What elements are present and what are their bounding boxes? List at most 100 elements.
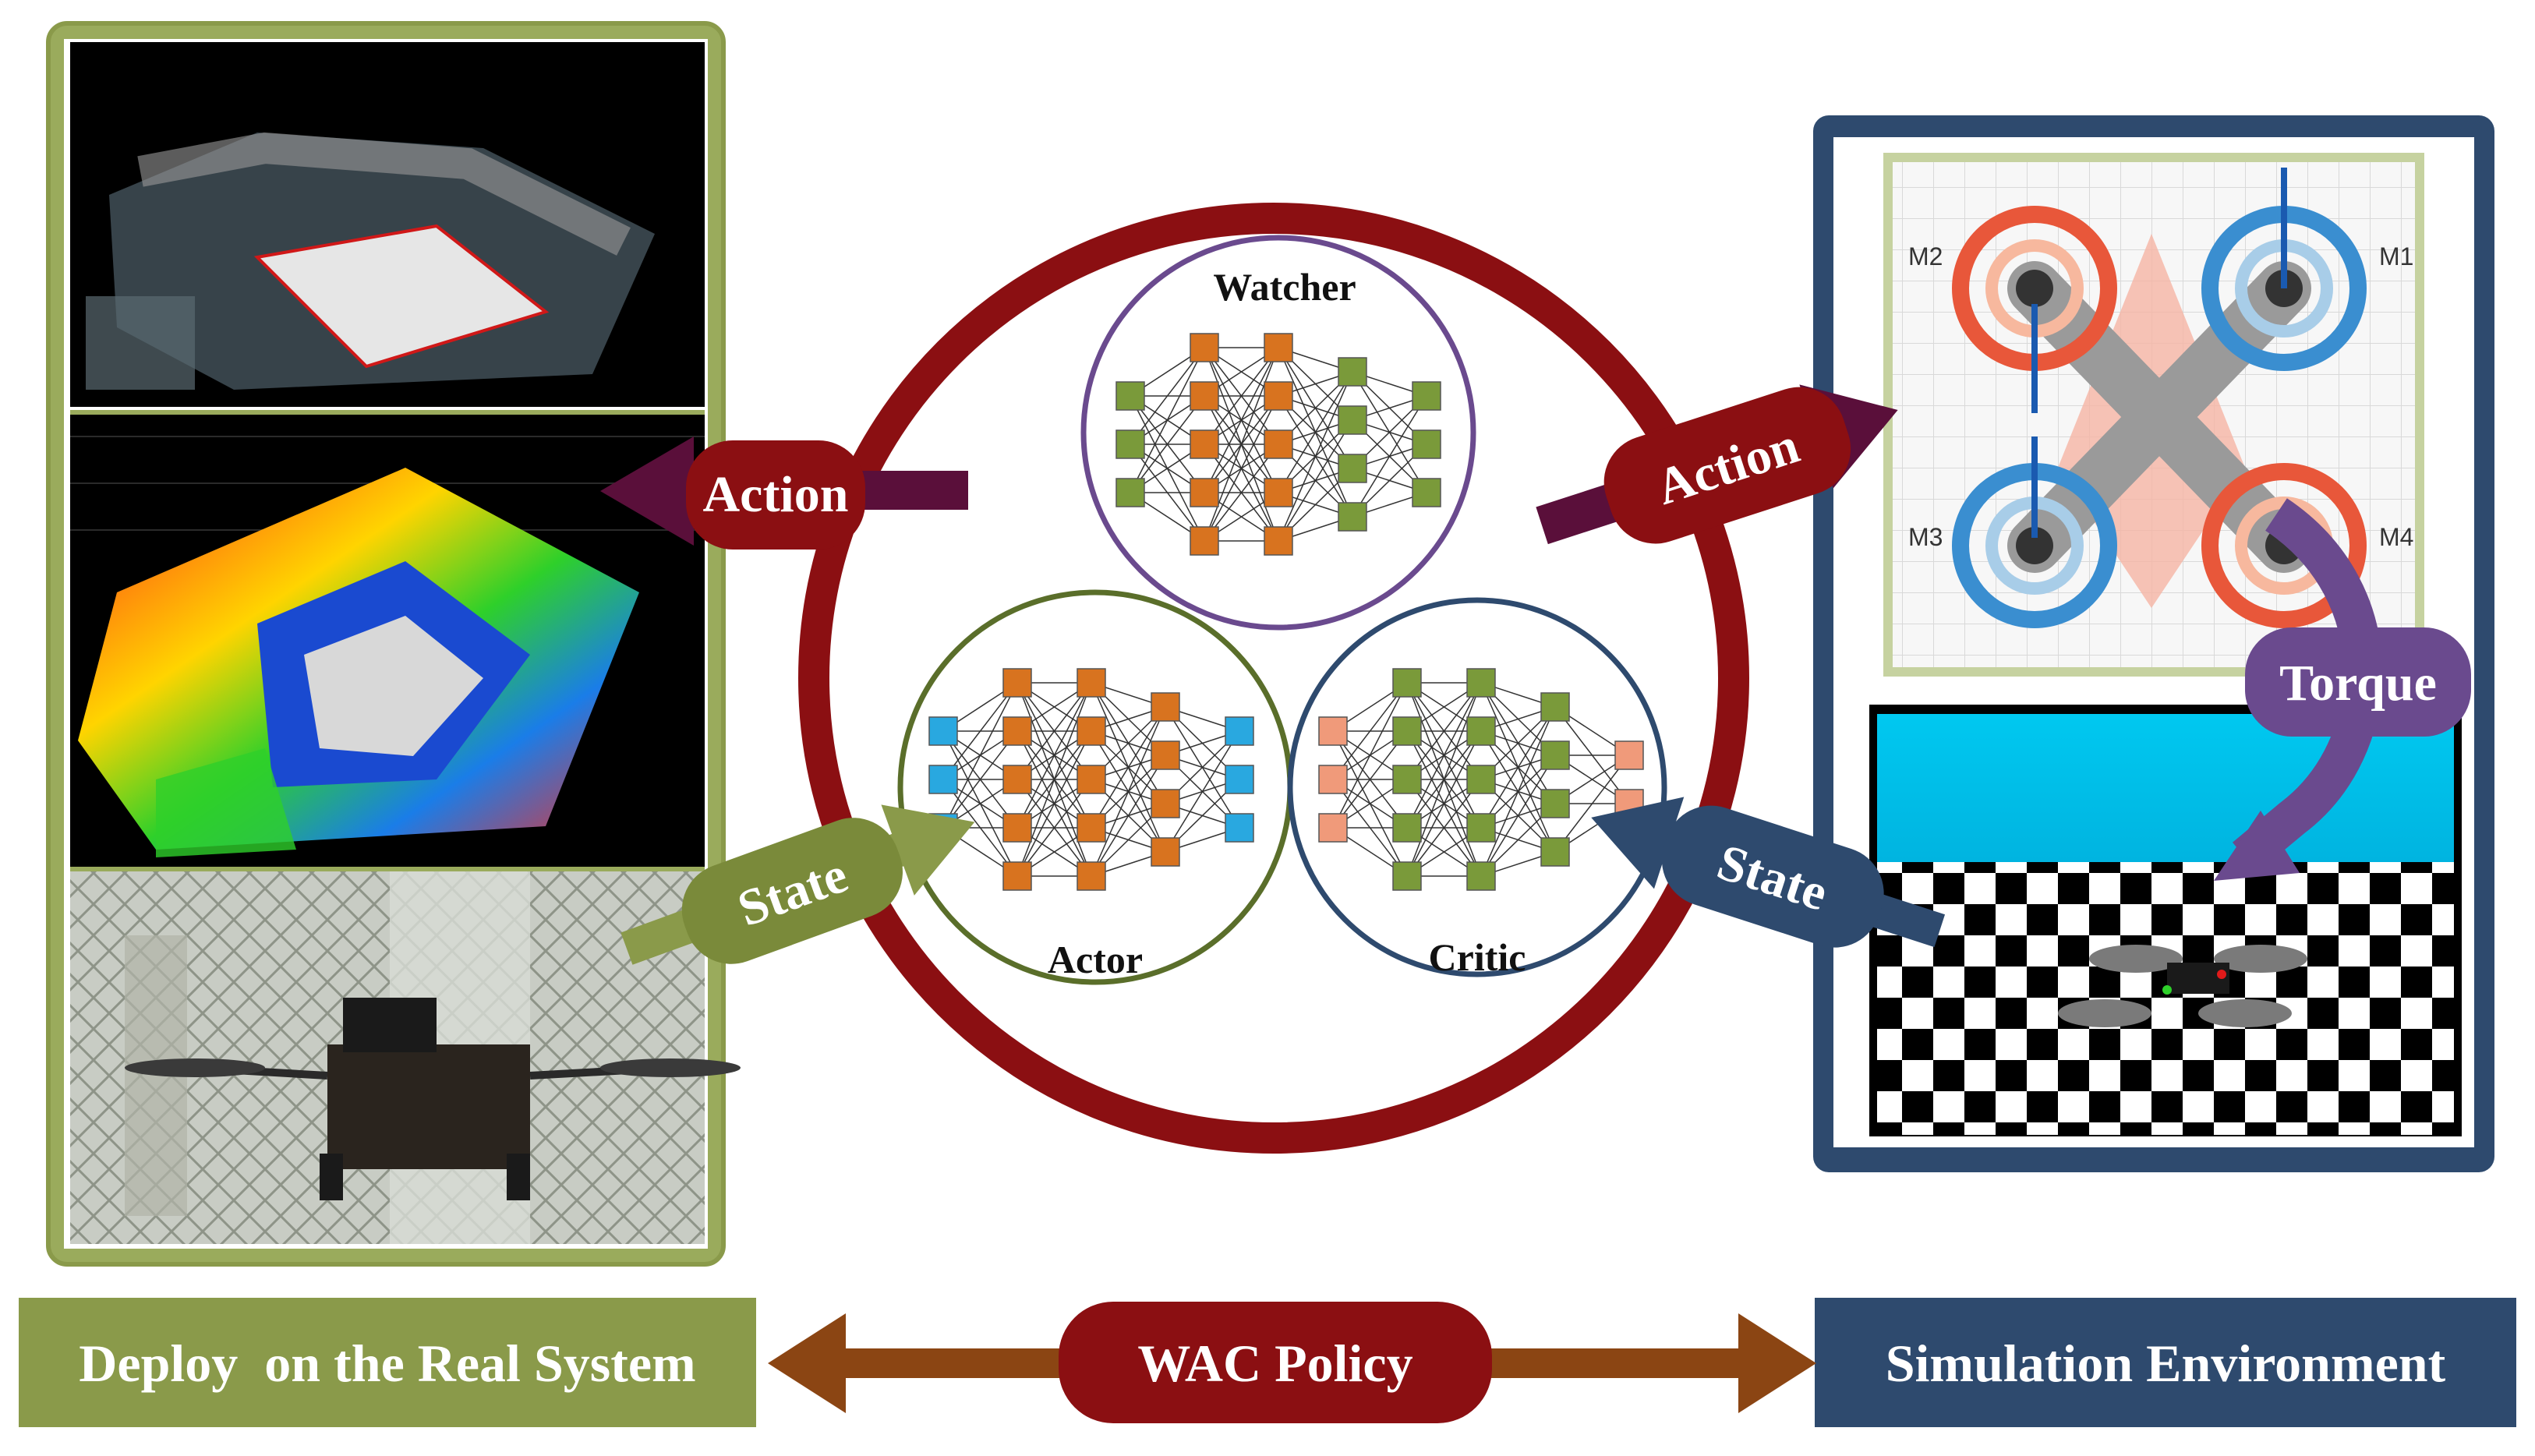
network-node	[1225, 813, 1254, 843]
network-edge	[1130, 347, 1205, 493]
network-node	[1318, 765, 1348, 794]
network-node	[1190, 333, 1219, 362]
network-edge	[1204, 444, 1279, 542]
motor-label-m2: M2	[1908, 242, 1943, 270]
network-edge	[1091, 706, 1166, 829]
network-node	[1151, 789, 1180, 818]
network-node	[1077, 813, 1106, 843]
network-edge	[1278, 371, 1353, 542]
network-edge	[1406, 682, 1482, 877]
network-edge	[1130, 395, 1205, 493]
action-right-arrow: Action	[1536, 384, 1898, 545]
network-node	[928, 716, 958, 746]
network-edge	[1554, 755, 1630, 853]
network-node	[1392, 813, 1422, 843]
wac-policy-pill	[1059, 1302, 1492, 1423]
network-node	[1392, 668, 1422, 698]
network-node	[1540, 692, 1570, 722]
real-drone-photo	[70, 871, 741, 1244]
network-edge	[1016, 779, 1092, 877]
network-edge	[1480, 706, 1556, 877]
network-node	[1077, 716, 1106, 746]
deploy-real-system-box	[19, 1298, 756, 1427]
bottom-row: Deploy on the Real System Simulation Env…	[19, 1298, 2516, 1427]
network-edge	[1278, 419, 1353, 542]
network-node	[1264, 526, 1293, 556]
network-node	[1392, 765, 1422, 794]
network-node	[1338, 454, 1367, 483]
torque-arrow: Torque	[2214, 498, 2471, 881]
network-node	[1392, 716, 1422, 746]
network-node	[1466, 765, 1496, 794]
policy-ring	[798, 203, 1749, 1154]
actor-network: Actor	[897, 589, 1293, 985]
network-node	[1466, 716, 1496, 746]
state-left-arrow: State	[620, 804, 975, 965]
motor-label-m4: M4	[2379, 523, 2413, 551]
motor-label-m3: M3	[1908, 523, 1943, 551]
network-node	[1412, 429, 1441, 459]
network-edge	[1016, 730, 1092, 877]
actor-label: Actor	[1048, 938, 1143, 981]
network-node	[1115, 429, 1145, 459]
network-edge	[1165, 730, 1240, 853]
network-edge	[1204, 347, 1279, 542]
network-node	[1264, 429, 1293, 459]
network-node	[1466, 861, 1496, 891]
critic-network: Critic	[1287, 597, 1667, 979]
network-node	[1002, 668, 1032, 698]
network-node	[1151, 740, 1180, 770]
simulation-environment-box	[1815, 1298, 2516, 1427]
network-edge	[1480, 755, 1556, 877]
network-edge	[1352, 395, 1427, 518]
network-edge	[1278, 371, 1353, 493]
network-node	[1338, 405, 1367, 435]
network-node	[1002, 765, 1032, 794]
network-edge	[1406, 779, 1482, 877]
network-node	[1264, 478, 1293, 507]
network-node	[1540, 837, 1570, 867]
network-node	[1466, 813, 1496, 843]
network-node	[1190, 381, 1219, 411]
network-edge	[1332, 682, 1408, 829]
network-node	[1002, 813, 1032, 843]
point-cloud-photo	[70, 42, 705, 407]
network-node	[1077, 861, 1106, 891]
network-node	[1318, 813, 1348, 843]
network-edge	[1091, 755, 1166, 877]
network-node	[1466, 668, 1496, 698]
network-edge	[1406, 682, 1482, 829]
sim-drone	[2058, 945, 2307, 1027]
deploy-real-system-label: Deploy on the Real System	[79, 1334, 695, 1393]
network-edge	[1091, 706, 1166, 877]
sim-scene	[1869, 705, 2462, 1136]
network-node	[1412, 381, 1441, 411]
network-node	[1190, 478, 1219, 507]
motor-label-m1: M1	[2379, 242, 2413, 270]
network-node	[1077, 765, 1106, 794]
height-map-photo	[70, 415, 705, 867]
network-edge	[1130, 347, 1205, 445]
network-edge	[1204, 395, 1279, 542]
network-edge	[1016, 682, 1092, 780]
network-edge	[942, 730, 1018, 829]
watcher-network: Watcher	[1080, 235, 1476, 631]
network-edge	[1332, 730, 1408, 829]
state-right-arrow: State	[1591, 797, 1946, 948]
real-system-panel	[46, 21, 741, 1267]
network-node	[1338, 502, 1367, 532]
network-edge	[1480, 706, 1556, 829]
torque-label: Torque	[2279, 655, 2437, 712]
network-edge	[1406, 730, 1482, 877]
network-node	[1225, 765, 1254, 794]
network-edge	[1204, 347, 1279, 445]
network-edge	[1204, 347, 1279, 493]
network-node	[928, 765, 958, 794]
network-node	[1190, 429, 1219, 459]
network-edge	[1016, 682, 1092, 829]
network-node	[1002, 716, 1032, 746]
network-node	[1264, 333, 1293, 362]
network-edge	[1016, 682, 1092, 877]
wac-policy-label: WAC Policy	[1137, 1334, 1412, 1393]
